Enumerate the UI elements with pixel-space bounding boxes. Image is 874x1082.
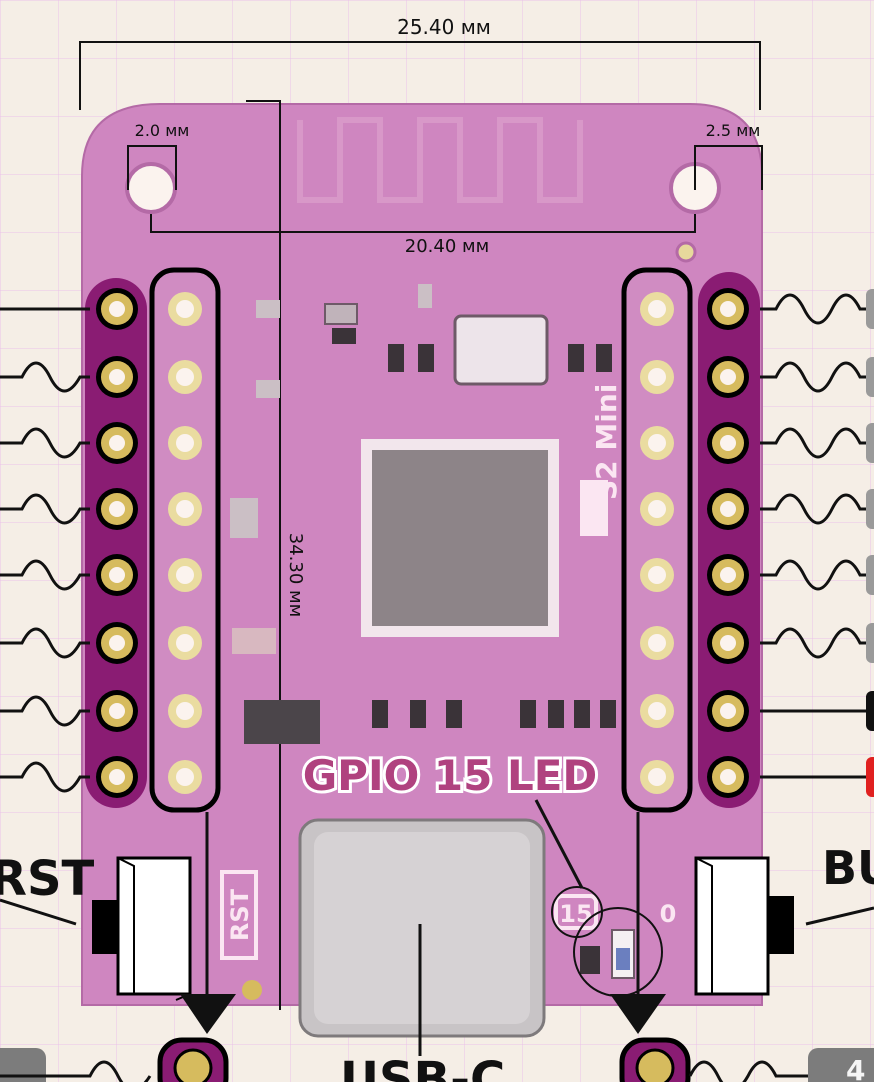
- left-pin-wire: [0, 695, 90, 727]
- right-pin-wire: [760, 293, 874, 325]
- hole-spacing-label: 20.40 мм: [405, 236, 489, 257]
- right-pin-wire: [760, 627, 874, 659]
- gpio-led-label: GPIO 15 LED: [303, 751, 598, 800]
- model-silkscreen: S2 Mini: [580, 384, 623, 536]
- boot-button[interactable]: [694, 856, 874, 996]
- right-pin-wire: [760, 361, 874, 393]
- right-edge-tag: [866, 357, 874, 397]
- right-pin-arrow: [610, 812, 666, 1034]
- right-edge-tag: [866, 757, 874, 797]
- via-ring: [675, 241, 697, 263]
- usb-c-connector: [298, 818, 546, 1056]
- left-pin-wire: [0, 627, 90, 659]
- right-offset-label: 2.5 мм: [706, 121, 761, 140]
- right-outer-header-strip: [698, 272, 760, 808]
- left-outer-pins: [96, 288, 138, 798]
- height-dimension-label: 34.30 мм: [285, 533, 306, 617]
- left-pin-wire: [0, 361, 90, 393]
- right-pin-wire: [760, 559, 874, 591]
- mounting-hole-left: [125, 162, 177, 214]
- left-pin-arrow: [180, 812, 236, 1034]
- model-silk-label: S2 Mini: [590, 384, 623, 500]
- right-edge-tag: [866, 691, 874, 731]
- bottom-pins: [0, 1037, 874, 1082]
- bottom-right-tag: 4: [846, 1054, 865, 1082]
- left-pin-wire: [0, 559, 90, 591]
- left-pin-wire: [0, 427, 90, 459]
- width-dimension-label: 25.40 мм: [397, 15, 491, 39]
- right-pin-wire: [760, 427, 874, 459]
- right-edge-tag: [866, 289, 874, 329]
- right-inner-header-outline: [621, 267, 693, 813]
- right-pin-wires: [760, 293, 874, 779]
- right-offset-dimension: 2.5 мм: [694, 121, 763, 190]
- crystal-component: [453, 314, 549, 386]
- button-pin-silk: 0: [660, 900, 677, 928]
- right-edge-tag: [866, 423, 874, 463]
- reset-silk-label: RST: [226, 888, 254, 941]
- usb-label: USB-C: [340, 1052, 505, 1082]
- right-edge-tag: [866, 555, 874, 595]
- led-pin-silk: 15: [559, 900, 592, 928]
- right-inner-pins: [640, 292, 674, 794]
- smd-components: [230, 284, 616, 744]
- right-edge-tags: [866, 289, 874, 797]
- right-edge-tag: [866, 489, 874, 529]
- right-pin-wire: [760, 493, 874, 525]
- right-outer-pins: [707, 288, 749, 798]
- left-inner-header-outline: [149, 267, 221, 813]
- left-pin-wire: [0, 493, 90, 525]
- left-pin-wires: [0, 307, 90, 793]
- right-edge-tag: [866, 623, 874, 663]
- left-offset-dimension: 2.0 мм: [127, 121, 190, 190]
- reset-button[interactable]: [0, 856, 192, 1001]
- hole-spacing-dimension: 20.40 мм: [150, 214, 696, 257]
- voltage-regulator: [244, 700, 320, 744]
- esp32-s2-chip: [361, 439, 559, 637]
- reset-silkscreen: RST: [220, 870, 262, 1000]
- left-offset-label: 2.0 мм: [135, 121, 190, 140]
- width-dimension: 25.40 мм: [79, 15, 761, 110]
- left-outer-header-strip: [85, 278, 147, 808]
- antenna-traces: [297, 117, 583, 203]
- left-inner-pins: [168, 292, 202, 794]
- left-pin-wire: [0, 761, 90, 793]
- led-area: 15 0: [534, 799, 677, 997]
- boot-button-label: BU: [822, 841, 874, 895]
- reset-button-label: RST: [0, 851, 95, 907]
